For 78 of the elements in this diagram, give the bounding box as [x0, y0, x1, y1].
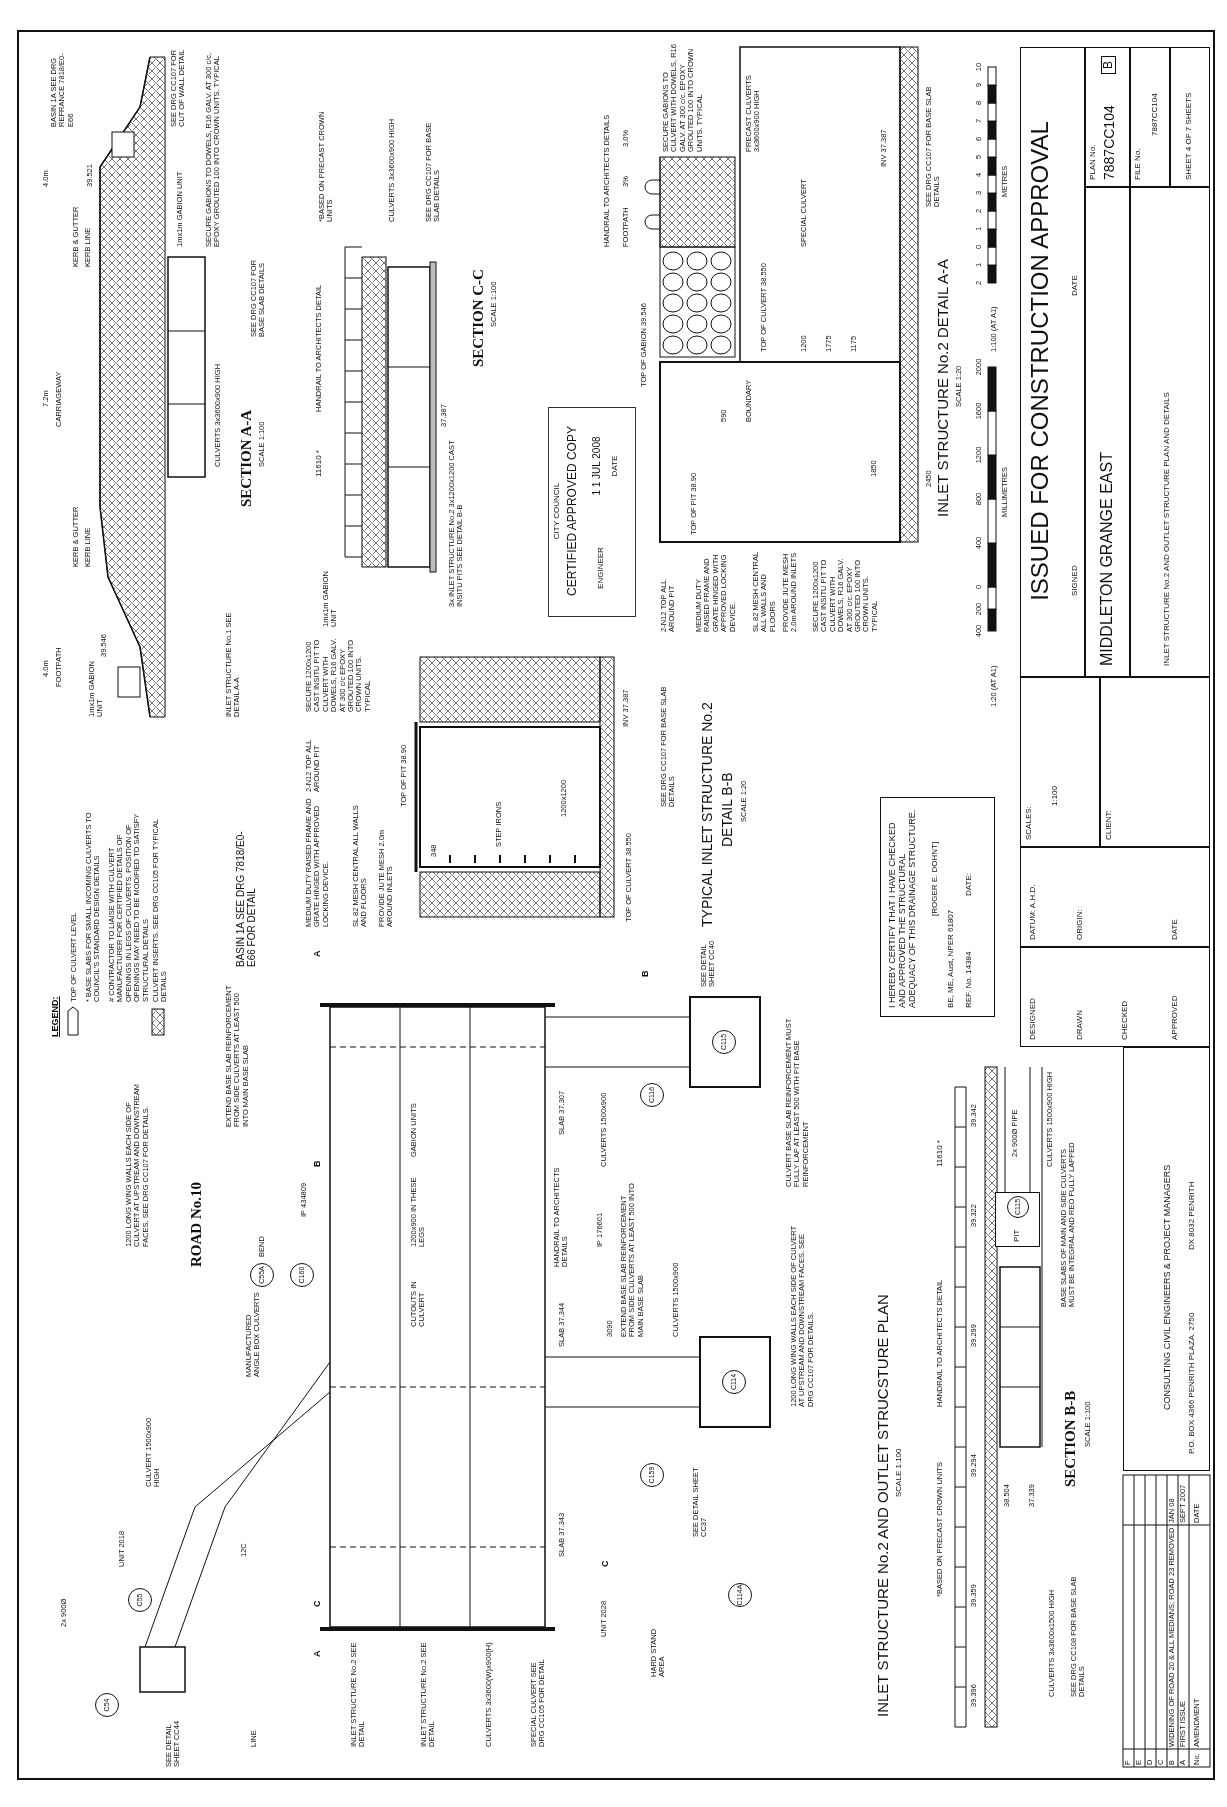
drawing-title: SECTION B-B	[1062, 1389, 1079, 1487]
annotation: BASIN 1A SEE DRG 7818/E0-E66 FOR DETAIL	[235, 830, 258, 967]
title-block-panel	[1100, 677, 1210, 847]
title-block-panel	[1170, 47, 1210, 187]
scale-note: SCALE 1:100	[895, 1447, 904, 1497]
title-block-panel	[1020, 847, 1210, 947]
title-block-panel	[1085, 47, 1130, 187]
title-block-text: DX 8032 PENRITH	[1188, 1180, 1197, 1250]
callout-circle	[712, 1030, 736, 1054]
title-block-text: DRAWN	[1076, 1009, 1085, 1040]
certification-text: BE, ME, Aust, NPER 61807	[947, 908, 956, 1008]
callout-circle	[290, 1263, 314, 1287]
callout-circle	[728, 1583, 752, 1607]
stamp-text: 1 1 JUL 2008	[591, 435, 603, 498]
title-block-text: SIGNED	[1071, 564, 1080, 596]
title-block-text: B	[1101, 56, 1117, 74]
title-block-text: DATUM: A.H.D.	[1029, 883, 1038, 940]
title-block-text: P.O. BOX 4366 PENRITH PLAZA. 2750	[1188, 1311, 1197, 1454]
legend-heading: LEGEND:	[50, 995, 61, 1037]
dimension-label: 11610 *	[936, 1139, 945, 1167]
title-block-text: CONSULTING CIVIL ENGINEERS & PROJECT MANAGERS	[1162, 1163, 1173, 1410]
drawing-title: TYPICAL INLET STRUCTURE No.2	[700, 701, 716, 927]
title-block-panel	[1085, 187, 1130, 677]
road-name: ROAD No.10	[188, 1181, 205, 1267]
title-block-text: 7887CC104	[1151, 92, 1160, 136]
section-marker: B	[312, 1159, 323, 1167]
callout-circle	[640, 1083, 664, 1107]
title-block-text: CHECKED	[1121, 999, 1130, 1040]
title-block-text: ORIGIN:	[1076, 908, 1085, 940]
callout-circle	[722, 1370, 746, 1394]
pit-box	[995, 1192, 1040, 1247]
certification-text: DATE:	[965, 872, 974, 896]
title-block-text: INLET STRUCTURE No.2 AND OUTLET STRUCTURE PLAN AND DETAILS	[1163, 391, 1172, 666]
title-block-text: DATE	[1071, 274, 1080, 296]
section-marker: A	[312, 949, 323, 957]
title-block-text: MIDDLETON GRANGE EAST	[1098, 451, 1116, 666]
callout-circle	[128, 1588, 152, 1612]
dimension-label: 11610 *	[315, 449, 324, 477]
title-block-text: APPROVED	[1171, 994, 1180, 1040]
drawing-title: DETAIL B-B	[720, 771, 736, 847]
certification-text: REF. No. 14384	[965, 950, 974, 1008]
section-marker: C	[312, 1599, 323, 1607]
callout-circle	[250, 1263, 274, 1287]
callout-circle	[640, 1463, 664, 1487]
title-block-panel	[1020, 47, 1085, 677]
drawing-title: INLET STRUCTURE No.2 AND OUTLET STRUCSTURE PLAN	[875, 1293, 892, 1717]
section-marker: A	[312, 1649, 323, 1657]
title-block-text: PLAN No.	[1089, 143, 1098, 180]
title-block-text: DATE	[1171, 918, 1180, 940]
stamp-text: DATE	[611, 454, 620, 479]
title-block-text: CLIENT:	[1105, 809, 1114, 840]
section-marker: C	[600, 1559, 611, 1567]
stamp-text: ENGINEER	[597, 546, 606, 591]
section-marker: B	[640, 969, 651, 977]
title-block-panel	[1020, 947, 1210, 1047]
title-block-text: 7887CC104	[1102, 104, 1118, 180]
drawing-title: SECTION C-C	[470, 268, 487, 367]
drawing-title: INLET STRUCTURE No.2 DETAIL A-A	[935, 257, 952, 517]
company-details-panel	[1123, 1047, 1210, 1471]
title-block-panel	[1020, 677, 1100, 847]
callout-circle	[1007, 1196, 1029, 1218]
title-block-text: SCALES:	[1025, 805, 1034, 840]
approval-stamp	[548, 407, 636, 617]
drawing-title: SECTION A-A	[238, 408, 255, 507]
title-block-text: 1:100	[1051, 784, 1060, 806]
title-block-text: ISSUED FOR CONSTRUCTION APPROVAL	[1027, 120, 1054, 603]
title-block-panel	[1130, 187, 1210, 677]
callout-circle	[95, 1693, 119, 1717]
title-block-text: FILE No.	[1134, 147, 1143, 180]
stamp-text: CITY COUNCIL	[553, 481, 562, 542]
title-block-panel	[1130, 47, 1170, 187]
title-block-text: SHEET 4 OF 7 SHEETS	[1185, 91, 1194, 180]
stamp-text: CERTIFIED APPROVED COPY	[566, 425, 580, 598]
certification-text: I HEREBY CERTIFY THAT I HAVE CHECKED AND APPROVED THE STRUCTURAL ADEQUACY OF THIS DRAINAGE STRUCTURE.	[887, 808, 918, 1008]
certification-box	[880, 797, 995, 1017]
title-block-text: DESIGNED	[1029, 997, 1038, 1040]
certification-text: [ROGER E. DOHNT]	[931, 840, 940, 916]
pit-label: PIT	[1013, 1228, 1022, 1242]
